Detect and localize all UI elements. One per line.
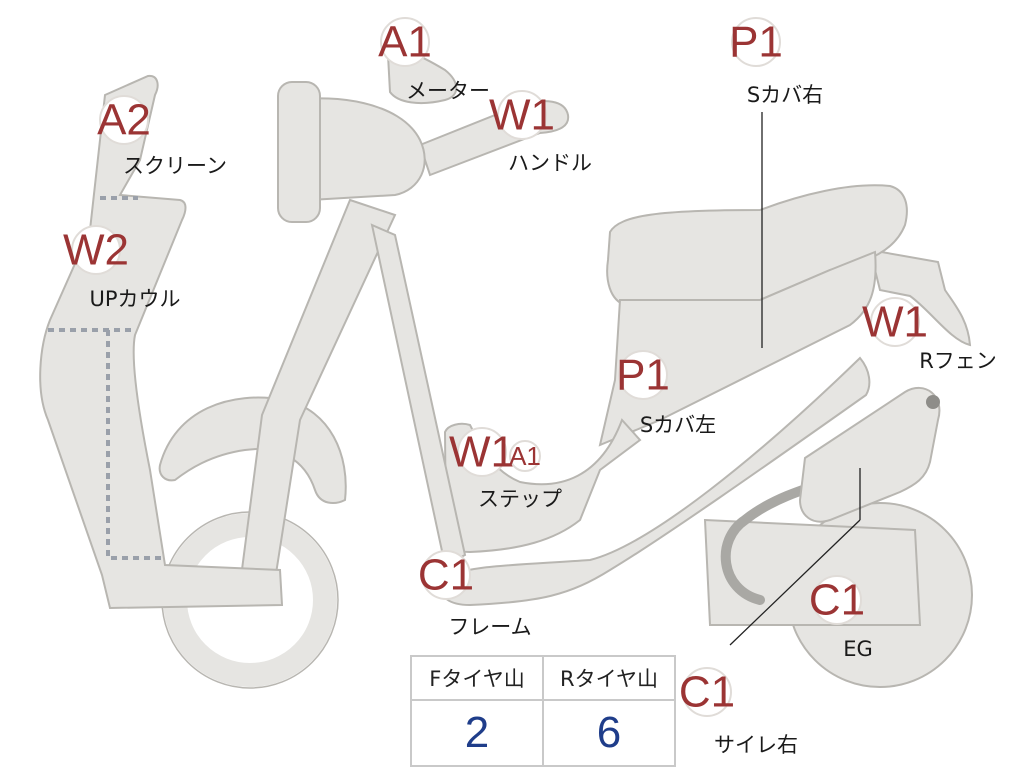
grade-text: W1	[489, 91, 555, 140]
label-scover-left: P1 Sカバ左	[616, 350, 716, 437]
tire-tread-table: Fタイヤ山 Rタイヤ山 2 6	[410, 655, 676, 767]
rear-tire-header: Rタイヤ山	[542, 655, 676, 701]
part-label: ステップ	[478, 487, 562, 511]
main-frame	[438, 356, 871, 607]
front-fork	[238, 198, 397, 587]
front-tire-value: 2	[410, 699, 544, 767]
label-screen: A2 スクリーン	[97, 95, 227, 178]
grade-text: A1	[378, 18, 432, 67]
grade-text: C1	[809, 576, 865, 625]
label-step: W1 A1 ステップ	[449, 427, 562, 511]
rear-fender	[868, 248, 972, 347]
grade-badge-secondary	[509, 440, 541, 472]
front-tire-header: Fタイヤ山	[410, 655, 544, 701]
part-label: Rフェン	[919, 349, 997, 373]
grade-text: W1	[449, 428, 515, 477]
scooter-silhouette	[39, 50, 973, 689]
part-label: スクリーン	[123, 154, 227, 178]
grade-text: C1	[418, 551, 474, 600]
label-meter: A1 メーター	[378, 17, 490, 103]
label-scover-right: P1 Sカバ右	[729, 17, 823, 107]
label-rfender: W1 Rフェン	[862, 297, 997, 373]
grade-badge	[497, 90, 547, 140]
grade-badge	[99, 95, 149, 145]
part-label: Sカバ右	[747, 83, 823, 107]
label-silencer-right: C1 サイレ右	[679, 667, 798, 757]
leader-lines	[729, 112, 861, 646]
part-label: フレーム	[448, 615, 531, 639]
part-label: サイレ右	[714, 733, 798, 757]
leader-line-silencer-right	[729, 519, 861, 646]
head-grip	[277, 81, 321, 223]
grade-badge	[870, 297, 920, 347]
label-upcowl: W2 UPカウル	[63, 225, 181, 311]
grade-text: P1	[616, 351, 670, 400]
cowl-dotted-lines	[48, 328, 165, 560]
grade-badge	[71, 225, 121, 275]
grade-text-secondary: A1	[509, 441, 541, 471]
grade-badge	[457, 427, 507, 477]
front-cowl	[39, 74, 284, 610]
rear-tire-value: 6	[542, 699, 676, 767]
part-label: EG	[843, 637, 873, 661]
down-tube	[370, 223, 467, 567]
grade-badge	[682, 667, 732, 717]
label-frame: C1 フレーム	[418, 550, 532, 639]
part-label: メーター	[406, 79, 490, 103]
silencer	[798, 386, 941, 523]
label-eg: C1 EG	[809, 575, 873, 661]
label-handle: W1 ハンドル	[489, 90, 592, 175]
grade-badge	[618, 350, 668, 400]
grade-text: A2	[97, 96, 151, 145]
grade-badge	[731, 17, 781, 67]
side-cover	[598, 250, 877, 447]
silencer-tip	[926, 395, 940, 409]
table-value-row: 2 6	[410, 699, 676, 767]
grade-badge	[380, 17, 430, 67]
grade-text: C1	[679, 668, 735, 717]
part-label: UPカウル	[89, 287, 180, 311]
floor-step	[443, 418, 642, 554]
grade-text: W1	[862, 298, 928, 347]
table-header-row: Fタイヤ山 Rタイヤ山	[410, 655, 676, 701]
part-label: ハンドル	[508, 151, 592, 175]
grade-badge	[812, 575, 862, 625]
part-label: Sカバ左	[640, 413, 716, 437]
grade-badge	[421, 550, 471, 600]
grade-text: W2	[63, 226, 129, 275]
grade-text: P1	[729, 18, 783, 67]
